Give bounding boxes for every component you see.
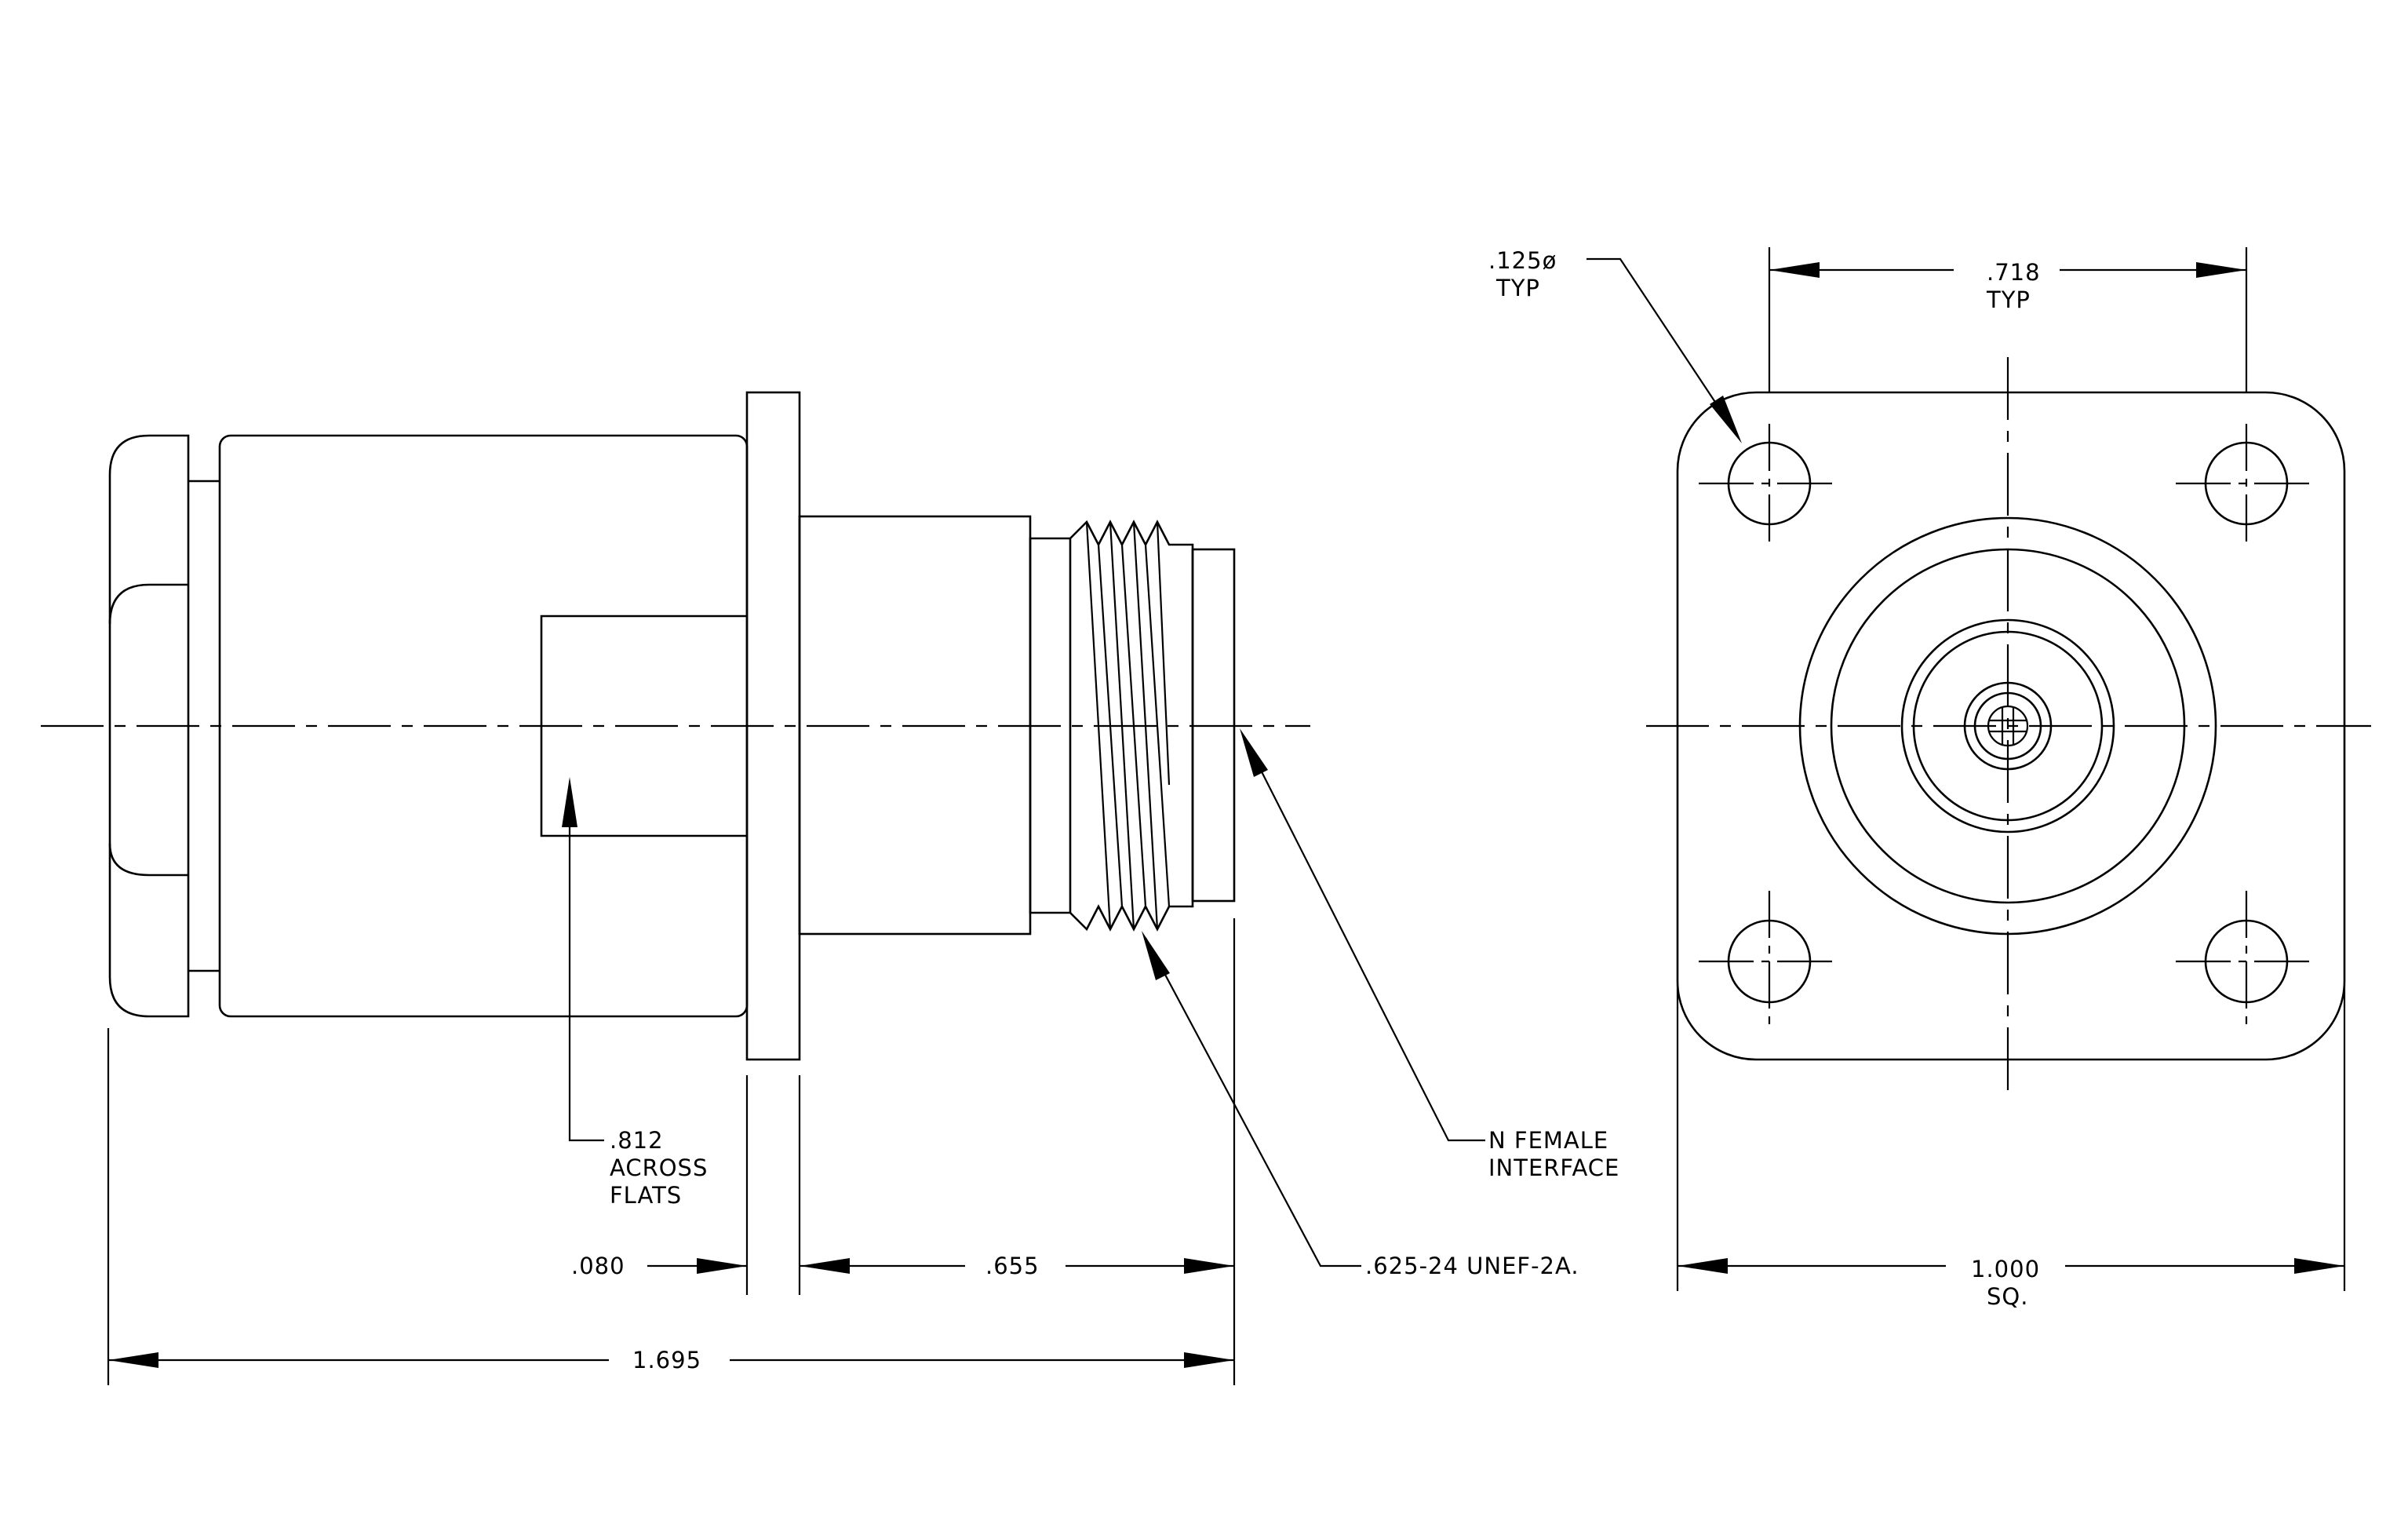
callout-interface-2: INTERFACE [1488, 1154, 1619, 1181]
dim-hole-spacing-1: .718 [1987, 259, 2041, 286]
nut-neck [188, 480, 220, 972]
callout-interface-1: N FEMALE [1488, 1127, 1608, 1154]
dim-across-flats-1: .812 [610, 1127, 664, 1154]
front-view [1646, 357, 2371, 1095]
dim-hole-spacing-2: TYP [1986, 286, 2031, 313]
front-dimensions: .718 TYP .125ø TYP 1.000 SQ. [1488, 247, 2346, 1310]
side-dimensions: .080 .655 1.695 .812 ACROSS FLATS N FEMA… [107, 728, 1619, 1385]
dim-across-flats-3: FLATS [610, 1182, 682, 1209]
dim-across-flats-2: ACROSS [610, 1154, 708, 1181]
dim-flange-size-1: 1.000 [1971, 1256, 2040, 1282]
mounting-holes [1699, 424, 2317, 1028]
callout-thread: .625-24 UNEF-2A. [1365, 1253, 1579, 1279]
dim-overall-length: 1.695 [632, 1347, 701, 1373]
dim-flange-size-2: SQ. [1987, 1283, 2028, 1310]
dim-hole-dia-2: TYP [1495, 275, 1540, 301]
dim-hole-dia-1: .125ø [1488, 247, 1557, 274]
thread-body [1029, 520, 1194, 932]
side-view [41, 391, 1310, 1061]
hex-nut [108, 434, 190, 1018]
dim-flange-thickness: .080 [571, 1253, 625, 1279]
dim-front-length: .655 [985, 1253, 1040, 1279]
